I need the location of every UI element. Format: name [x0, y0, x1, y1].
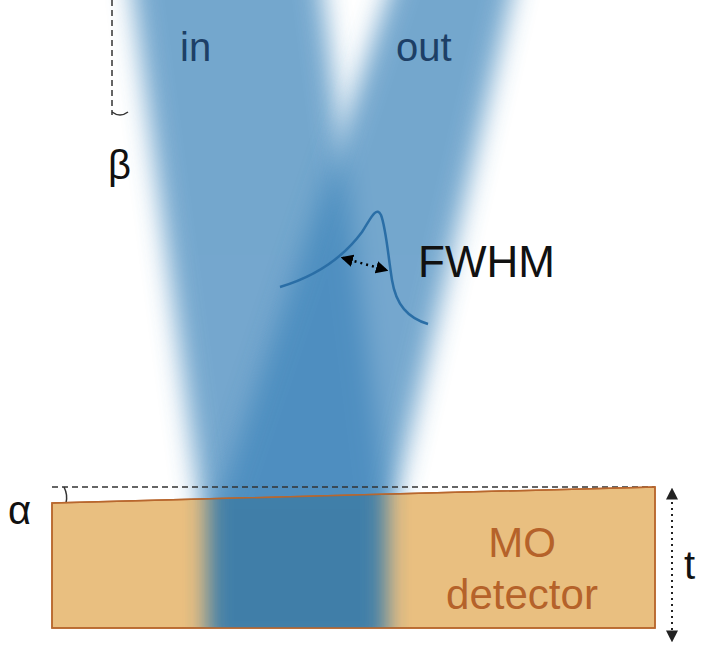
gaussian-profile [280, 212, 428, 324]
angle-label: α [8, 490, 31, 530]
beam-label: out [396, 27, 452, 67]
detector-outline [52, 487, 655, 628]
angle-label: β [108, 145, 131, 185]
horizontal-reference [52, 486, 655, 488]
thickness-arrow [671, 490, 673, 640]
detector-block: MO detector [52, 487, 655, 628]
alpha-arc [64, 487, 67, 503]
beta-arc [112, 112, 128, 115]
width-label: FWHM [418, 240, 555, 284]
detector-label: MO detector [422, 517, 622, 621]
dimension-label: t [684, 545, 695, 585]
beam-label: in [180, 27, 211, 67]
normal-line [111, 0, 113, 115]
fwhm-arrow [343, 258, 386, 270]
